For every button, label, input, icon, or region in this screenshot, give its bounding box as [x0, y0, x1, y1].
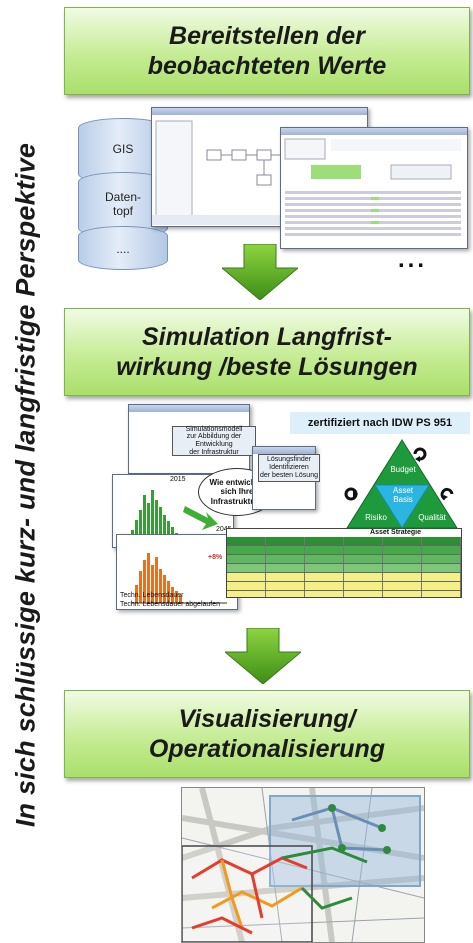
stage-provide-values-label: Bereitstellen der beobachteten Werte	[147, 21, 387, 81]
down-arrow-icon	[222, 244, 298, 300]
database-gis-label: GIS	[112, 142, 134, 156]
network-map	[181, 787, 425, 943]
asset-strategy-table: Asset Strategie	[226, 528, 462, 598]
triangle-diagram	[346, 439, 458, 529]
triangle-asset-basis: Asset Basis	[392, 486, 413, 504]
down-arrow-icon-2	[225, 628, 301, 684]
cycle-arrow-icon-right	[440, 487, 454, 501]
triangle-risk: Risiko	[365, 513, 387, 522]
database-more-label: ....	[116, 242, 130, 256]
workflow-diagram	[152, 120, 367, 225]
solution-finder-box: Lösungsfinder Identifizieren der besten …	[258, 454, 320, 482]
histogram-chart-future	[116, 534, 238, 610]
histogram-bars-future	[131, 553, 227, 604]
side-title-text: In sich schlüssige kurz- und langfristig…	[10, 142, 41, 828]
simulation-model-box: Simulationsmodell zur Abbildung der Entw…	[172, 426, 256, 456]
asset-strategy-header: Asset Strategie	[370, 529, 421, 536]
stage-visualization: Visualisierung/ Operationalisierung	[64, 690, 470, 778]
year-start-label: 2015	[170, 476, 186, 483]
legend-lifetime: Techn. Lebensdauer	[120, 592, 184, 599]
triangle-quality: Qualität	[418, 513, 446, 522]
stage-visualization-label: Visualisierung/ Operationalisierung	[148, 704, 386, 764]
stage-simulation-label: Simulation Langfrist- wirkung /beste Lös…	[116, 322, 418, 382]
stage-provide-values: Bereitstellen der beobachteten Werte	[64, 7, 470, 95]
simulation-collage: Simulationsmodell zur Abbildung der Entw…	[112, 404, 462, 624]
data-grid	[284, 138, 461, 236]
database-more	[78, 226, 168, 270]
software-screenshot-2	[280, 127, 468, 249]
ellipsis: ...	[398, 246, 428, 273]
database-datentopf-label: Daten- topf	[104, 190, 142, 219]
year-end-label: 2045	[216, 526, 232, 533]
triangle-budget: Budget	[390, 465, 416, 474]
cycle-arrow-icon-left	[344, 487, 358, 501]
side-title: In sich schlüssige kurz- und langfristig…	[1, 0, 51, 941]
cycle-arrow-icon	[413, 447, 427, 462]
certification-badge: zertifiziert nach IDW PS 951	[290, 412, 470, 434]
stage-simulation: Simulation Langfrist- wirkung /beste Lös…	[64, 308, 470, 396]
green-arrow-icon	[183, 506, 218, 530]
network-map-lines	[182, 788, 424, 942]
legend-lifetime-expired: Techn. Lebensdauer abgelaufen	[120, 601, 221, 608]
change-percent: +8%	[208, 554, 223, 561]
